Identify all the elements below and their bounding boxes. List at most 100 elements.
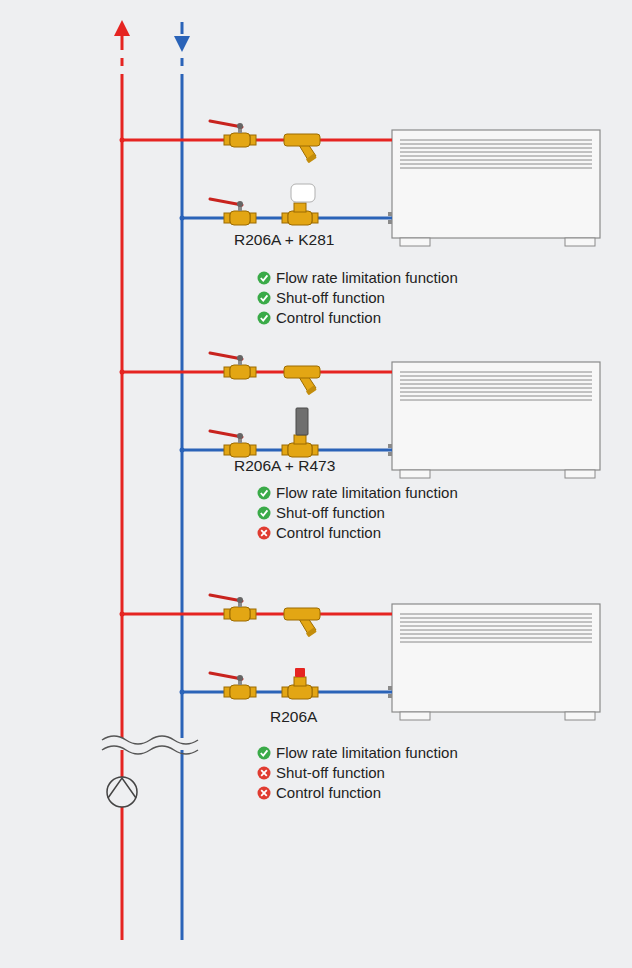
valve-combination-label: R206A + K281	[234, 231, 334, 249]
grille-slat	[400, 622, 592, 623]
valve-nut	[237, 123, 243, 129]
grille-slat	[400, 156, 592, 157]
check-mark	[261, 315, 268, 320]
unit-foot	[400, 712, 430, 720]
cross-icon	[258, 787, 271, 800]
valve-nut	[224, 213, 230, 223]
valve-nut	[224, 367, 230, 377]
unit-foot	[565, 470, 595, 478]
tee-joint	[120, 612, 125, 617]
ball-valve-body	[230, 133, 250, 147]
grille-slat	[400, 630, 592, 631]
function-label: Flow rate limitation function	[276, 744, 458, 762]
tee-joint	[180, 448, 185, 453]
terminal-unit-groups	[120, 121, 601, 720]
cross-mark	[261, 530, 267, 536]
check-mark	[261, 295, 268, 300]
tee-joint	[120, 370, 125, 375]
cross-mark	[261, 770, 267, 776]
grille-slat	[400, 380, 592, 381]
valve-nut	[250, 445, 256, 455]
check-mark	[261, 275, 268, 280]
supply-branch	[122, 371, 392, 374]
manual-actuator	[296, 408, 308, 435]
grille-slat	[400, 626, 592, 627]
strainer-body	[284, 134, 320, 146]
valve-nut	[250, 213, 256, 223]
strainer-cap	[306, 385, 317, 395]
grille-slat	[400, 396, 592, 397]
terminal-unit-group	[120, 595, 601, 720]
unit-foot	[565, 238, 595, 246]
cross-icon	[258, 767, 271, 780]
check-mark	[261, 490, 268, 495]
valve-nut	[224, 609, 230, 619]
connection-nub	[388, 452, 392, 456]
check-icon	[258, 292, 271, 305]
valve-nut	[224, 687, 230, 697]
valve-nut	[250, 135, 256, 145]
valve-nut	[224, 445, 230, 455]
valve-combination-label: R206A + R473	[234, 457, 335, 475]
grille-slat	[400, 144, 592, 145]
valve-bonnet	[294, 203, 306, 212]
check-mark	[261, 510, 268, 515]
tee-joint	[120, 138, 125, 143]
ball-valve-body	[230, 607, 250, 621]
cross-mark	[261, 790, 267, 796]
terminal-unit-group	[120, 121, 601, 246]
grille-slat	[400, 152, 592, 153]
connection-nub	[388, 686, 392, 690]
valve-nut	[282, 213, 288, 223]
regulating-valve-body	[288, 685, 312, 699]
grille-slat	[400, 642, 592, 643]
valve-bonnet	[294, 435, 306, 444]
function-label: Control function	[276, 524, 381, 542]
function-label: Control function	[276, 784, 381, 802]
function-label: Shut-off function	[276, 289, 385, 307]
return-riser	[174, 22, 190, 940]
check-icon	[258, 507, 271, 520]
tee-joint	[180, 690, 185, 695]
unit-foot	[400, 238, 430, 246]
valve-nut	[250, 687, 256, 697]
valve-nut	[237, 597, 243, 603]
ball-valve-body	[230, 211, 250, 225]
connection-nub	[388, 444, 392, 448]
terminal-unit-group	[120, 353, 601, 478]
ball-valve-body	[230, 365, 250, 379]
valve-nut	[282, 687, 288, 697]
ball-valve-body	[230, 443, 250, 457]
terminal-unit-casing	[392, 362, 600, 470]
unit-foot	[400, 470, 430, 478]
supply-branch	[122, 139, 392, 142]
terminal-unit-casing	[392, 130, 600, 238]
grille-slat	[400, 160, 592, 161]
valve-nut	[237, 433, 243, 439]
grille-slat	[400, 618, 592, 619]
grille-slat	[400, 400, 592, 401]
tee-joint	[180, 216, 185, 221]
valve-combination-label: R206A	[270, 708, 317, 726]
grille-slat	[400, 392, 592, 393]
thermal-actuator	[291, 184, 315, 202]
function-status-icons	[258, 272, 271, 800]
strainer-cap	[306, 627, 317, 637]
cross-icon	[258, 527, 271, 540]
connection-nub	[388, 220, 392, 224]
valve-nut	[224, 135, 230, 145]
connection-nub	[388, 212, 392, 216]
valve-nut	[237, 675, 243, 681]
unit-foot	[565, 712, 595, 720]
grille-slat	[400, 638, 592, 639]
ball-valve-body	[230, 685, 250, 699]
valve-nut	[312, 445, 318, 455]
protection-cap	[295, 668, 305, 677]
check-icon	[258, 487, 271, 500]
pipe-break-symbol	[100, 736, 200, 754]
grille-slat	[400, 164, 592, 165]
valve-nut	[237, 355, 243, 361]
regulating-valve-body	[288, 443, 312, 457]
strainer-body	[284, 366, 320, 378]
grille-slat	[400, 388, 592, 389]
